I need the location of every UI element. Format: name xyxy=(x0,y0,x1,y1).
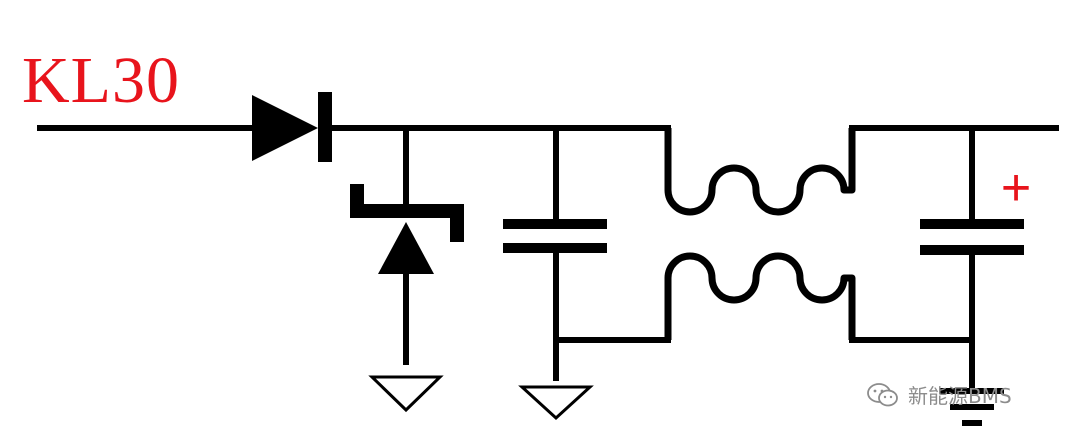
watermark: 新能源BMS xyxy=(866,380,1012,409)
common-mode-choke xyxy=(664,128,856,340)
ground-symbol-3 xyxy=(940,388,1004,426)
series-diode xyxy=(252,92,332,162)
watermark-text: 新能源BMS xyxy=(908,384,1012,408)
zener-diode xyxy=(350,125,464,365)
choke-lower-winding xyxy=(664,252,856,340)
filter-capacitor xyxy=(503,125,671,381)
polarity-plus-label: + xyxy=(1001,159,1031,217)
choke-upper-winding xyxy=(664,128,856,216)
ground-symbol-1 xyxy=(368,375,444,413)
wechat-icon xyxy=(867,382,898,406)
kl30-label: KL30 xyxy=(22,44,180,117)
electrolytic-capacitor xyxy=(920,125,1024,391)
ground-symbol-2 xyxy=(518,385,594,421)
